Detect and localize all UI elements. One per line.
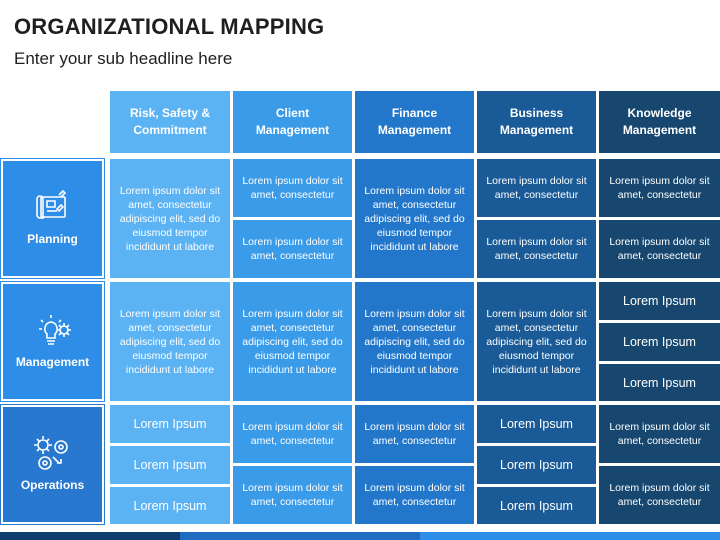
cell-operations-risk-3: Lorem Ipsum <box>110 487 230 524</box>
cell-operations-client-1: Lorem ipsum dolor sit amet, consectetur <box>233 405 352 463</box>
cell-management-business: Lorem ipsum dolor sit amet, consectetur … <box>477 282 596 401</box>
row-label-operations: Operations <box>20 478 85 492</box>
bottom-bar-segment <box>420 532 720 540</box>
page-subtitle: Enter your sub headline here <box>14 49 233 68</box>
cell-management-knowledge-1: Lorem Ipsum <box>599 282 720 320</box>
column-header-knowledge-management: Knowledge Management <box>599 91 720 153</box>
cell-management-knowledge-2: Lorem Ipsum <box>599 323 720 361</box>
cell-operations-risk-1: Lorem Ipsum <box>110 405 230 443</box>
column-header-risk-safety: Risk, Safety & Commitment <box>110 91 230 153</box>
cell-planning-business-1: Lorem ipsum dolor sit amet, consectetur <box>477 159 596 217</box>
cell-operations-knowledge-2: Lorem ipsum dolor sit amet, consectetur <box>599 466 720 524</box>
column-header-business-management: Business Management <box>477 91 596 153</box>
cell-planning-business-2: Lorem ipsum dolor sit amet, consectetur <box>477 220 596 278</box>
gears-icon <box>3 433 102 473</box>
row-header-planning: Planning <box>0 158 105 279</box>
bottom-bar-segment <box>180 532 420 540</box>
bottom-bar-segment <box>0 532 180 540</box>
cell-planning-client-2: Lorem ipsum dolor sit amet, consectetur <box>233 220 352 278</box>
column-header-client-management: Client Management <box>233 91 352 153</box>
row-header-management: Management <box>0 281 105 402</box>
cell-operations-risk-2: Lorem Ipsum <box>110 446 230 484</box>
cell-planning-client-1: Lorem ipsum dolor sit amet, consectetur <box>233 159 352 217</box>
row-label-management: Management <box>15 355 90 369</box>
cell-operations-finance-1: Lorem ipsum dolor sit amet, consectetur <box>355 405 474 463</box>
row-label-planning: Planning <box>27 232 78 246</box>
cell-operations-knowledge-1: Lorem ipsum dolor sit amet, consectetur <box>599 405 720 463</box>
cell-planning-finance: Lorem ipsum dolor sit amet, consectetur … <box>355 159 474 278</box>
cell-management-knowledge-3: Lorem Ipsum <box>599 364 720 401</box>
row-header-operations: Operations <box>0 404 105 525</box>
bottom-accent-bar <box>0 532 720 540</box>
cell-planning-risk: Lorem ipsum dolor sit amet, consectetur … <box>110 159 230 278</box>
cell-operations-business-3: Lorem Ipsum <box>477 487 596 524</box>
cell-management-risk: Lorem ipsum dolor sit amet, consectetur … <box>110 282 230 401</box>
cell-operations-client-2: Lorem ipsum dolor sit amet, consectetur <box>233 466 352 524</box>
cell-planning-knowledge-2: Lorem ipsum dolor sit amet, consectetur <box>599 220 720 278</box>
page-title: ORGANIZATIONAL MAPPING <box>14 14 325 39</box>
cell-management-client: Lorem ipsum dolor sit amet, consectetur … <box>233 282 352 401</box>
cell-operations-business-2: Lorem Ipsum <box>477 446 596 484</box>
cell-planning-knowledge-1: Lorem ipsum dolor sit amet, consectetur <box>599 159 720 217</box>
cell-operations-finance-2: Lorem ipsum dolor sit amet, consectetur <box>355 466 474 524</box>
blueprint-icon <box>3 187 102 227</box>
idea-gear-icon <box>3 310 102 350</box>
cell-operations-business-1: Lorem Ipsum <box>477 405 596 443</box>
cell-management-finance: Lorem ipsum dolor sit amet, consectetur … <box>355 282 474 401</box>
column-header-finance-management: Finance Management <box>355 91 474 153</box>
